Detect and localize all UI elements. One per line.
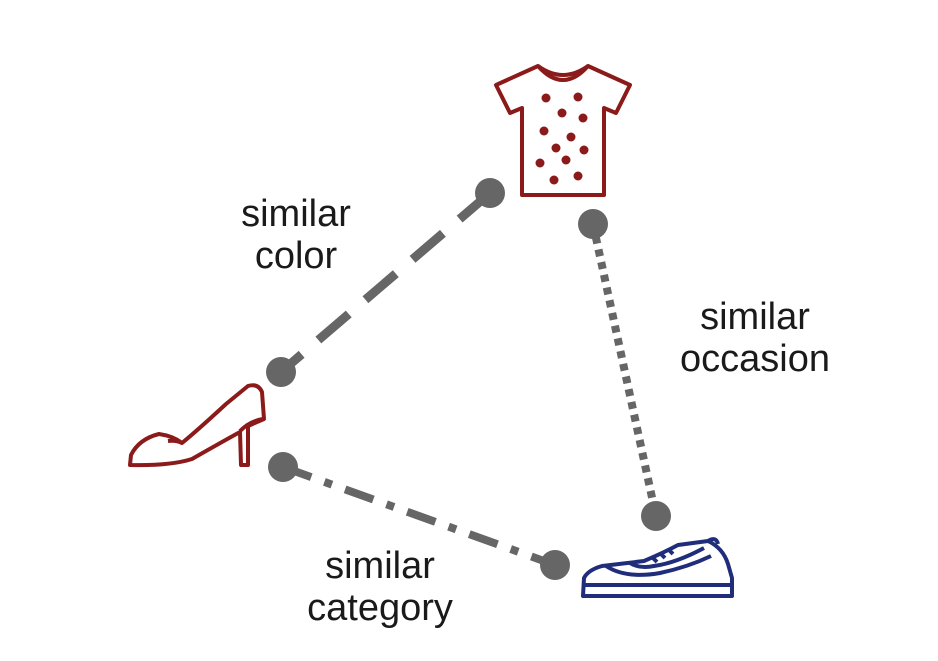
similar-color-label: similar color [226,193,366,277]
shirt-color-endpoint [475,178,505,208]
sneaker-icon [581,537,734,598]
color-connector [278,189,493,376]
similar-category-label: similar category [285,545,475,629]
high-heel-shoe-icon [128,383,266,468]
sneaker-occasion-endpoint [641,501,671,531]
similar-color-line2: color [254,235,338,277]
similar-occasion-line1: similar [700,296,810,338]
similar-occasion-line2: occasion [680,338,830,380]
shirt-occasion-endpoint [578,209,608,239]
similar-occasion-label: similar occasion [665,296,845,380]
sneaker-category-endpoint [540,550,570,580]
occasion-connector [589,223,660,517]
heel-color-endpoint [266,357,296,387]
similar-color-line1: similar [241,193,351,235]
similar-category-line1: similar [325,545,435,587]
category-connector [281,463,557,569]
polka-dot-tshirt-icon [494,64,632,197]
similar-category-line2: category [307,587,453,629]
heel-category-endpoint [268,452,298,482]
